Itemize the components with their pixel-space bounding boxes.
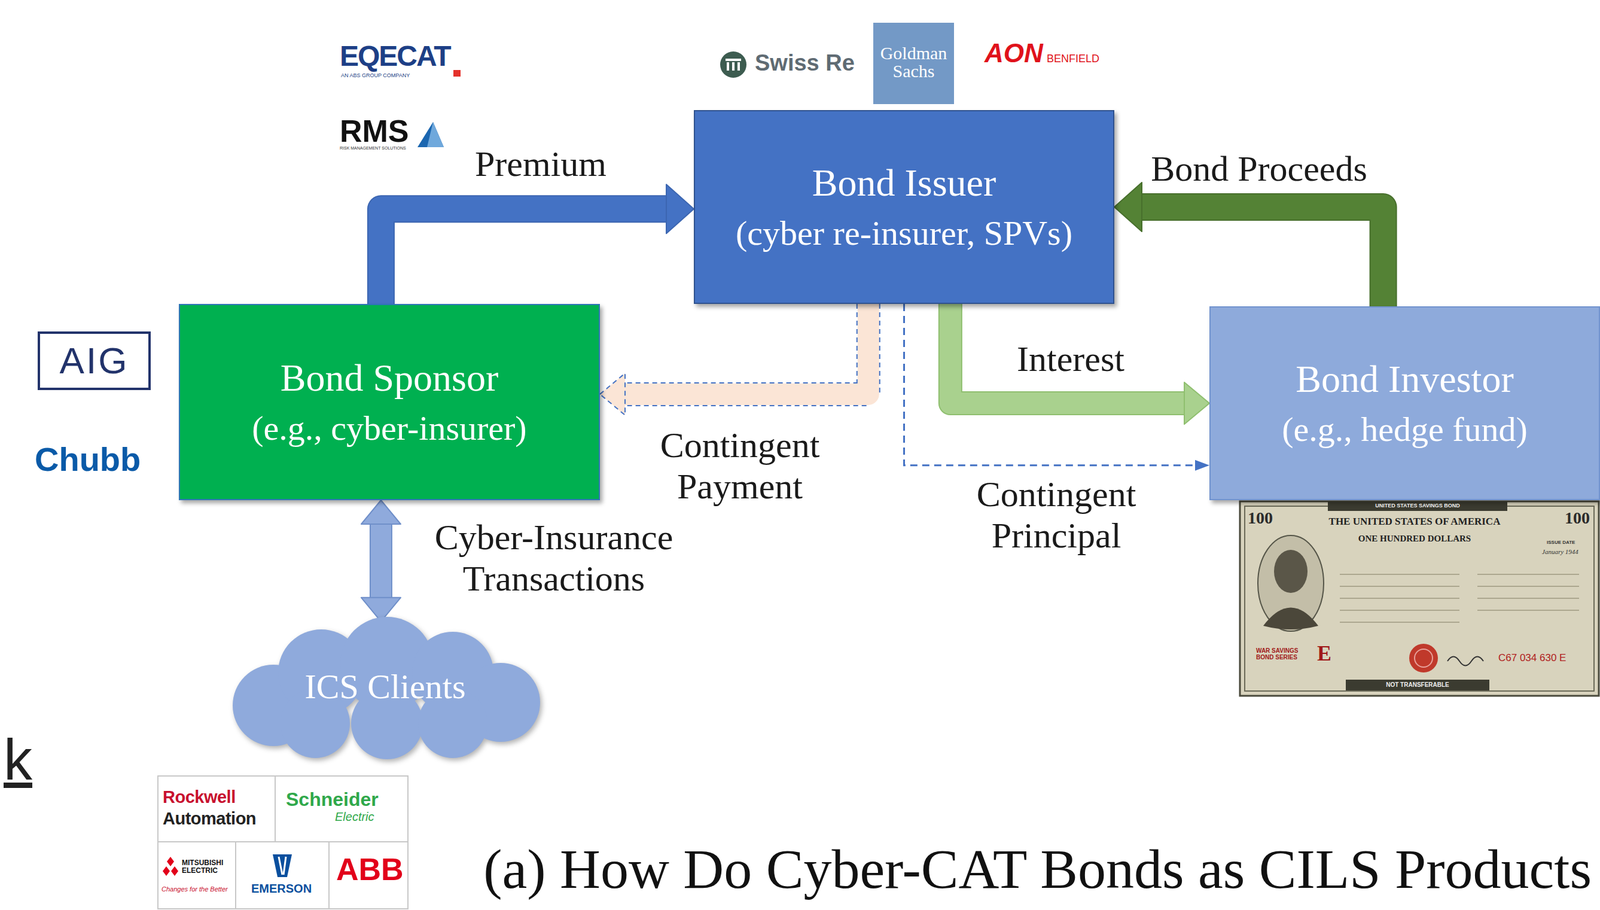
- edge-label: Premium: [421, 143, 661, 185]
- logo-grid: [157, 775, 408, 909]
- logo-text: EMERSON: [251, 881, 312, 896]
- connector-body: [370, 523, 392, 599]
- bond-text: 100: [1247, 508, 1273, 528]
- figure-caption: (a) How Do Cyber-CAT Bonds as CILS Produ…: [483, 836, 1592, 901]
- savings-bond-picture: [1239, 501, 1599, 696]
- arrowhead: [599, 373, 626, 416]
- node-subtitle: (cyber re-insurer, SPVs): [735, 212, 1073, 255]
- eqecat-mark: [453, 69, 461, 77]
- connector: [599, 303, 869, 416]
- bond-text: ISSUE DATE: [1546, 539, 1575, 545]
- arrowhead: [1114, 182, 1142, 232]
- logo-text: Rockwell: [162, 787, 236, 807]
- process-box: Bond Sponsor (e.g., cyber-insurer): [178, 303, 600, 501]
- edge-label: Contingent Principal: [948, 473, 1164, 557]
- arrowhead: [1184, 382, 1210, 425]
- logo-tagline: RISK MANAGEMENT SOLUTIONS: [339, 145, 407, 151]
- process-box: Bond Issuer (cyber re-insurer, SPVs): [693, 110, 1115, 304]
- bond-text: 100: [1564, 508, 1590, 528]
- node-subtitle: (e.g., cyber-insurer): [251, 407, 527, 450]
- logo-text: Chubb: [34, 440, 141, 479]
- logo-text: BENFIELD: [1046, 52, 1100, 66]
- logo-text: AIG: [37, 331, 151, 390]
- arrowhead: [1195, 459, 1210, 471]
- bond-text: E: [1317, 641, 1332, 666]
- logo-text: ABB: [336, 851, 404, 888]
- connector-body: [1141, 206, 1384, 307]
- logo-text: Swiss Re: [754, 50, 855, 77]
- connector-outline: [369, 523, 393, 599]
- bond-text: C67 034 630 E: [1498, 651, 1566, 664]
- cloud-node: ICS Clients: [219, 612, 551, 761]
- mitsubishi-diamonds: [162, 856, 179, 876]
- logo-text: EQECAT: [339, 39, 450, 73]
- swiss-re-icon: [720, 51, 747, 78]
- bond-text: UNITED STATES SAVINGS BOND: [1351, 502, 1484, 510]
- edge-label: Contingent Payment: [638, 424, 842, 508]
- connector-line: [904, 303, 1197, 466]
- node-title: Bond Investor: [1295, 356, 1514, 403]
- process-box: Bond Investor (e.g., hedge fund): [1209, 306, 1600, 501]
- connector-outline: [624, 303, 869, 395]
- node-title: Bond Issuer: [812, 160, 997, 207]
- logo-tagline: AN ABS GROUP COMPANY: [340, 72, 410, 79]
- logo-text: RMS: [339, 113, 410, 150]
- connector-outline: [1141, 206, 1384, 307]
- connector-outline: [381, 208, 667, 304]
- connector-body: [624, 303, 869, 395]
- logo-tagline: Changes for the Better: [161, 885, 228, 894]
- edge-label: Bond Proceeds: [1121, 148, 1397, 190]
- arrowhead: [666, 184, 694, 234]
- bond-text: NOT TRANSFERABLE: [1345, 680, 1490, 689]
- goldman-box: [873, 22, 955, 105]
- bond-text: THE UNITED STATES OF AMERICA: [1315, 515, 1514, 528]
- emerson-icon: [272, 854, 292, 877]
- connector: [950, 303, 1210, 425]
- bond-text: WAR SAVINGS BOND SERIES: [1256, 647, 1313, 661]
- logo-text: MITSUBISHI ELECTRIC: [181, 858, 234, 875]
- bond-text: ONE HUNDRED DOLLARS: [1345, 533, 1484, 544]
- logo-text: Automation: [162, 808, 256, 829]
- logo-text: Goldman Sachs: [873, 44, 955, 81]
- connector: [381, 184, 694, 304]
- node-subtitle: (e.g., hedge fund): [1281, 408, 1528, 451]
- fragment-text: k: [3, 726, 33, 793]
- logo-text: Electric: [334, 809, 375, 824]
- bond-text: January 1944: [1541, 547, 1579, 556]
- node-title: ICS Clients: [304, 665, 466, 708]
- connector: [361, 500, 401, 622]
- edge-label: Cyber-Insurance Transactions: [413, 516, 695, 600]
- node-title: Bond Sponsor: [280, 355, 499, 402]
- edge-label: Interest: [974, 338, 1167, 380]
- connector-body: [950, 303, 1185, 404]
- connector: [1114, 182, 1384, 307]
- connector-body: [381, 208, 667, 304]
- logo-text: AON: [984, 38, 1044, 69]
- arrowhead: [361, 500, 401, 524]
- logo-text: Schneider: [285, 788, 379, 811]
- rms-triangle: [417, 122, 444, 148]
- connector-outline: [950, 303, 1185, 404]
- connector: [904, 303, 1211, 471]
